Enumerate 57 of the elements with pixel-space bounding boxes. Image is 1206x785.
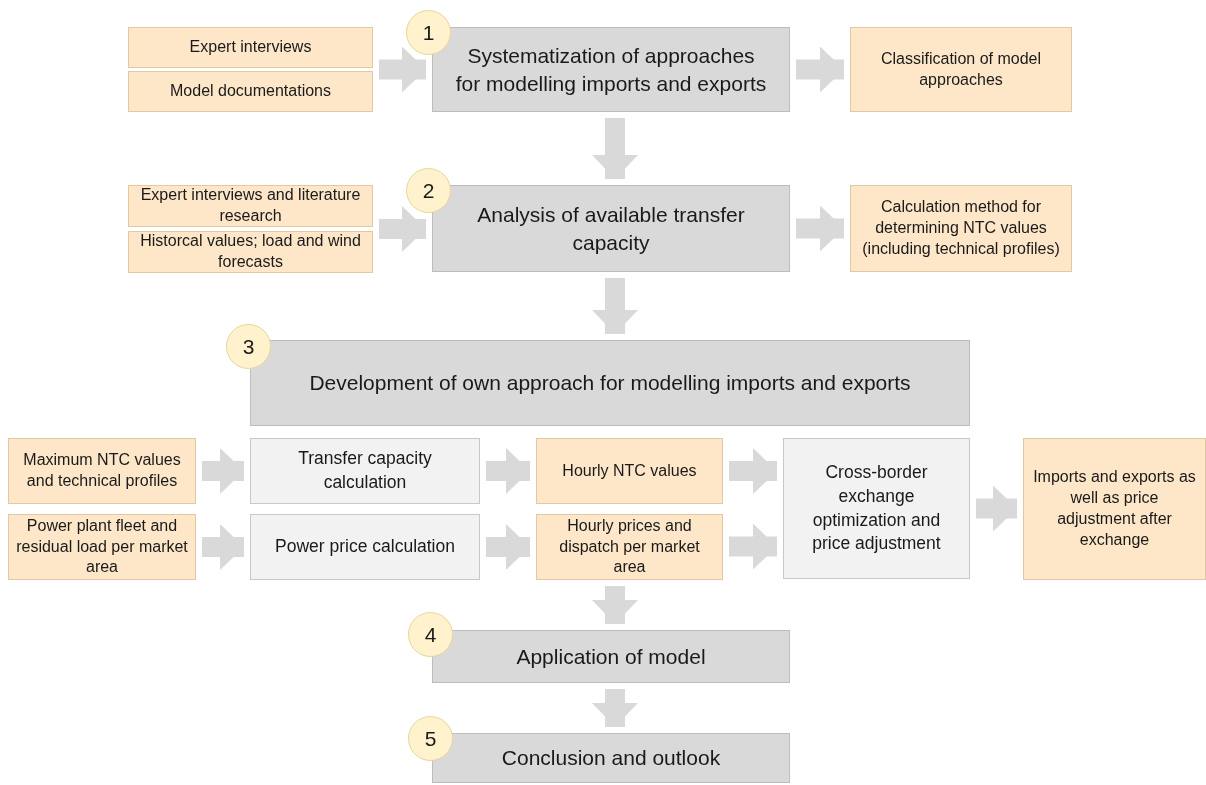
step-number-circle	[408, 612, 453, 657]
block-arrow	[592, 118, 638, 179]
step-number: 3	[242, 334, 255, 359]
step-title: Systematization of approaches for modelling imports and exports	[454, 43, 768, 97]
box-label: Transfer capacity calculation	[297, 447, 433, 494]
input-box	[128, 71, 373, 112]
box-label: Expert interviews	[189, 37, 312, 58]
step-title: Development of own approach for modelling imports and exports	[309, 370, 911, 397]
block-arrow	[592, 689, 638, 727]
block-arrow	[592, 278, 638, 334]
step-box	[432, 185, 790, 272]
box-label: Imports and exports as well as price adjustment after exchange	[1032, 467, 1197, 550]
process-box	[783, 438, 970, 579]
process-box	[250, 514, 480, 580]
box-label: Cross-border exchange optimization and price adjustment	[811, 461, 942, 556]
block-arrow	[486, 524, 530, 570]
process-box	[250, 438, 480, 504]
input-box	[850, 27, 1072, 112]
box-label: Classification of model approaches	[879, 48, 1043, 90]
step-number: 2	[422, 178, 435, 203]
box-label: Historcal values; load and wind forecasts	[139, 231, 362, 272]
step-title: Conclusion and outlook	[501, 745, 721, 772]
block-arrow	[796, 205, 844, 252]
block-arrow	[796, 46, 844, 93]
step-number: 1	[422, 20, 435, 45]
box-label: Calculation method for determining NTC values (including technical profiles)	[861, 197, 1061, 259]
input-box	[536, 438, 723, 504]
block-arrow	[379, 46, 426, 93]
block-arrow	[729, 523, 777, 570]
block-arrow	[729, 448, 777, 494]
input-box	[128, 27, 373, 68]
box-label: Expert interviews and literature research	[139, 185, 362, 226]
block-arrow	[202, 524, 244, 570]
step-title: Analysis of available transfer capacity	[476, 202, 746, 256]
step-box	[432, 27, 790, 112]
block-arrow	[379, 206, 426, 252]
box-label: Power plant fleet and residual load per market area	[15, 515, 189, 578]
input-box	[8, 438, 196, 504]
step-number: 4	[424, 622, 437, 647]
input-box	[850, 185, 1072, 272]
step-title: Application of model	[516, 643, 706, 670]
step-number-circle	[406, 10, 451, 55]
block-arrow	[202, 448, 244, 494]
step-number-circle	[226, 324, 271, 369]
step-number-circle	[406, 168, 451, 213]
step-number: 5	[424, 726, 437, 751]
input-box	[536, 514, 723, 580]
step-number-circle	[408, 716, 453, 761]
input-box	[1023, 438, 1206, 580]
box-label: Hourly NTC values	[562, 460, 697, 481]
box-label: Power price calculation	[275, 535, 455, 559]
box-label: Hourly prices and dispatch per market area	[558, 515, 701, 578]
box-label: Maximum NTC values and technical profiles	[22, 450, 182, 491]
box-label: Model documentations	[170, 81, 331, 102]
block-arrow	[976, 485, 1017, 532]
block-arrow	[486, 448, 530, 494]
block-arrow	[592, 586, 638, 624]
